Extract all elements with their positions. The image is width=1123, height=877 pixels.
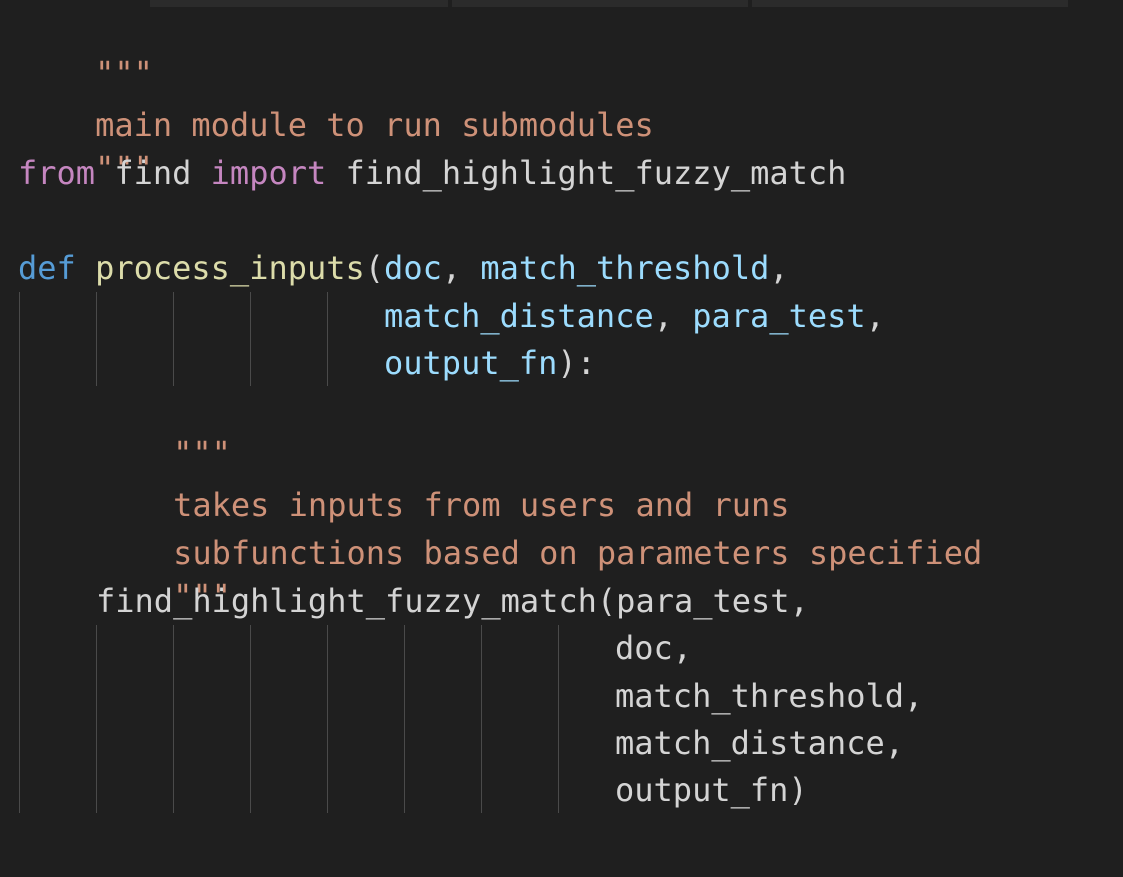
docstring-delimiter: """: [95, 149, 153, 187]
parameter: match_distance: [384, 297, 654, 335]
docstring-delimiter: """: [173, 434, 231, 472]
argument: match_distance: [615, 724, 885, 762]
parameter: doc: [384, 249, 442, 287]
imported-name: find_highlight_fuzzy_match: [326, 154, 847, 192]
parameter: para_test: [692, 297, 866, 335]
indent-guide: [250, 625, 251, 813]
code-line: main module to run submodules: [18, 55, 654, 144]
comma: ,: [653, 297, 693, 335]
argument: para_test: [616, 582, 790, 620]
code-line: subfunctions based on parameters specifi…: [96, 483, 982, 572]
docstring-text: takes inputs from users and runs: [173, 486, 790, 524]
indent-guide: [19, 292, 20, 813]
indent-guide: [404, 625, 405, 813]
indent-guide: [96, 292, 97, 386]
code-line: match_distance, para_test,: [384, 293, 885, 340]
function-name: process_inputs: [95, 249, 365, 287]
code-line: find_highlight_fuzzy_match(para_test,: [96, 578, 809, 625]
module-name: find: [95, 154, 211, 192]
editor-tab[interactable]: [150, 0, 448, 7]
indent-guide: [558, 625, 559, 813]
paren: ): [788, 771, 808, 809]
indent-guide: [327, 292, 328, 386]
keyword-from: from: [18, 154, 96, 192]
indent-guide: [173, 292, 174, 386]
code-line: from find import find_highlight_fuzzy_ma…: [18, 150, 846, 197]
comma: ,: [769, 249, 789, 287]
comma: ,: [884, 724, 904, 762]
argument: output_fn: [615, 771, 789, 809]
argument: doc: [615, 629, 673, 667]
code-line: def process_inputs(doc, match_threshold,: [18, 245, 789, 292]
docstring-delimiter: """: [95, 54, 153, 92]
space: [76, 249, 95, 287]
argument: match_threshold: [615, 677, 904, 715]
keyword-def: def: [18, 249, 76, 287]
code-line: output_fn): [615, 767, 808, 814]
code-line: takes inputs from users and runs: [96, 435, 790, 524]
code-line: """: [96, 526, 231, 615]
indent-guide: [173, 625, 174, 813]
comma: ,: [441, 249, 481, 287]
code-line: match_distance,: [615, 720, 904, 767]
comma: ,: [865, 297, 885, 335]
code-line: """: [18, 3, 153, 92]
editor-tab[interactable]: [452, 0, 748, 7]
comma: ,: [903, 677, 924, 715]
comma: ,: [789, 582, 809, 620]
indent-guide: [481, 625, 482, 813]
code-line: doc,: [615, 625, 692, 672]
keyword-import: import: [210, 154, 327, 192]
code-line: """: [96, 383, 231, 472]
editor-tab[interactable]: [752, 0, 1068, 7]
function-call: find_highlight_fuzzy_match: [96, 582, 597, 620]
parameter: output_fn: [384, 344, 558, 382]
paren: ):: [557, 344, 596, 382]
tab-strip: [0, 0, 1123, 7]
paren: (: [596, 582, 617, 620]
parameter: match_threshold: [480, 249, 770, 287]
comma: ,: [672, 629, 693, 667]
indent-guide: [96, 625, 97, 813]
indent-guide: [250, 292, 251, 386]
docstring-delimiter: """: [173, 577, 231, 615]
code-line: output_fn):: [384, 340, 596, 387]
paren: (: [364, 249, 385, 287]
code-line: match_threshold,: [615, 673, 923, 720]
docstring-text: subfunctions based on parameters specifi…: [173, 534, 983, 572]
code-line: """: [18, 98, 153, 187]
indent-guide: [327, 625, 328, 813]
docstring-text: main module to run submodules: [95, 106, 654, 144]
